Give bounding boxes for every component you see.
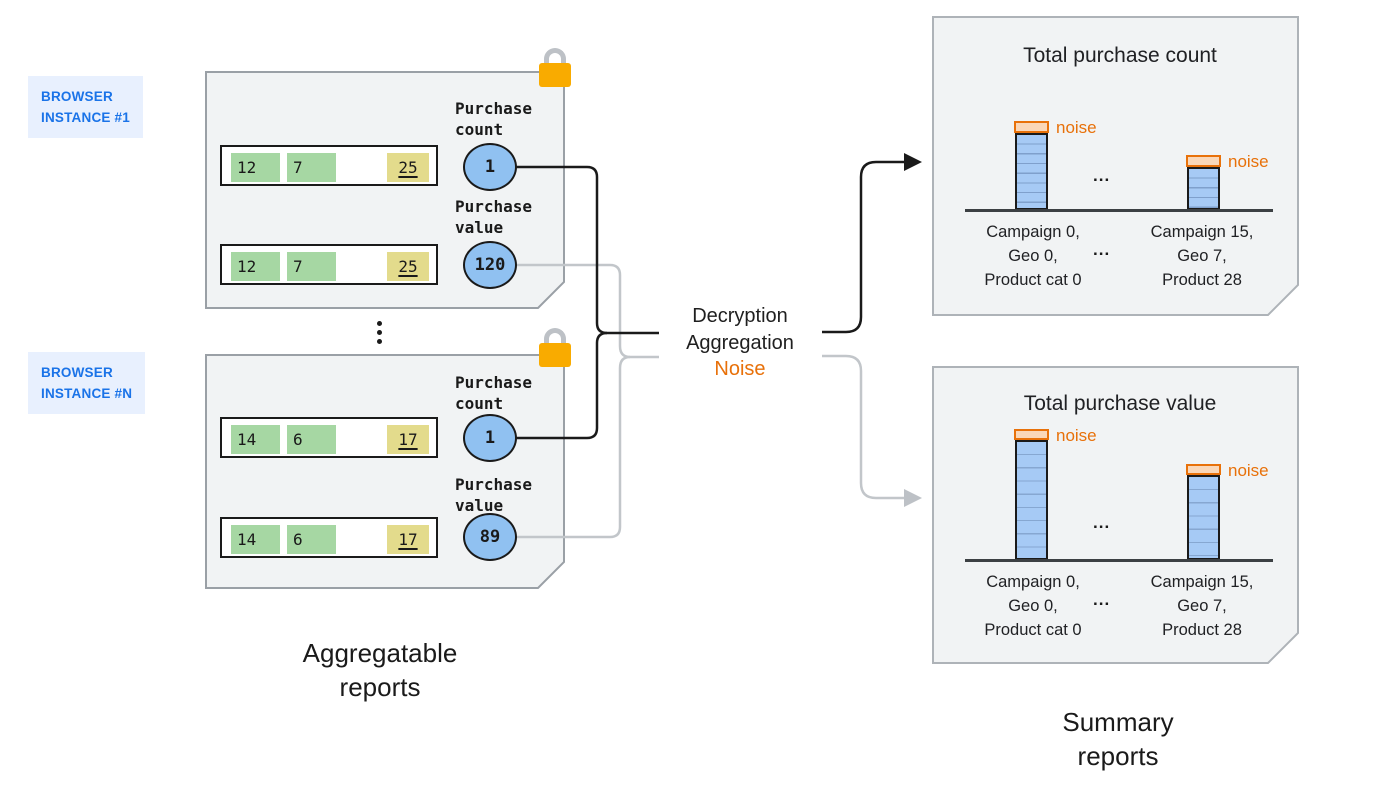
purchase-value-value: 120	[463, 241, 517, 289]
lock-body	[539, 63, 571, 87]
badge-line: BROWSER	[41, 89, 113, 104]
lock-icon	[539, 328, 571, 367]
aggregation-key-row: 14 6 17	[220, 517, 438, 558]
badge-line: INSTANCE #1	[41, 110, 130, 125]
noise-cap	[1014, 429, 1049, 440]
lock-shackle	[544, 48, 566, 69]
bucket-cell: 6	[287, 525, 336, 554]
value-bar-right	[1187, 475, 1220, 560]
value-xlabel-right: Campaign 15, Geo 7, Product 28	[1150, 573, 1254, 639]
badge-line: BROWSER	[41, 365, 113, 380]
lock-body	[539, 343, 571, 367]
bucket-cell: 14	[231, 525, 280, 554]
count-xlabel-left: Campaign 0, Geo 0, Product cat 0	[984, 223, 1082, 289]
value-xlabel-left: Campaign 0, Geo 0, Product cat 0	[984, 573, 1082, 639]
count-xlabel-right: Campaign 15, Geo 7, Product 28	[1150, 223, 1254, 289]
more-reports-ellipsis	[377, 321, 382, 344]
aggregation-key-row: 12 7 25	[220, 145, 438, 186]
aggregation-step: Aggregation	[686, 331, 794, 354]
noise-label: noise	[1228, 152, 1269, 171]
value-connector-n	[515, 355, 631, 539]
value-chart-axis	[965, 559, 1273, 562]
gray-arrowhead-icon	[904, 489, 922, 507]
black-arrowhead-icon	[904, 153, 922, 171]
noise-cap	[1186, 464, 1221, 475]
lock-shackle	[544, 328, 566, 349]
bucket-cell: 6	[287, 425, 336, 454]
bucket-cell-highlight: 25	[387, 153, 429, 182]
purchase-count-value: 1	[463, 414, 517, 462]
summary-sheet-count	[932, 16, 1299, 316]
aggregatable-reports-caption: Aggregatable reports	[302, 638, 458, 702]
aggregation-key-row: 14 6 17	[220, 417, 438, 458]
bucket-cell: 7	[287, 252, 336, 281]
purchase-value-label: Purchase value	[455, 475, 533, 515]
lock-icon	[539, 48, 571, 87]
purchase-value-value: 89	[463, 513, 517, 561]
bars-ellipsis: ...	[1093, 166, 1111, 185]
purchase-value-label: Purchase value	[455, 197, 533, 237]
count-chart-title: Total purchase count	[1023, 44, 1217, 67]
bucket-cell-highlight: 17	[387, 425, 429, 454]
bucket-cell: 14	[231, 425, 280, 454]
bucket-cell-highlight: 17	[387, 525, 429, 554]
bucket-cell: 7	[287, 153, 336, 182]
noise-label: noise	[1056, 118, 1097, 137]
noise-cap	[1186, 155, 1221, 167]
process-steps: Decryption Aggregation Noise	[649, 303, 831, 383]
count-bar-right	[1187, 167, 1220, 210]
count-chart-axis	[965, 209, 1273, 212]
noise-label: noise	[1056, 426, 1097, 445]
bucket-cell: 12	[231, 153, 280, 182]
bucket-cell-highlight: 25	[387, 252, 429, 281]
purchase-count-label: Purchase count	[455, 99, 533, 139]
browser-instance-1-badge: BROWSER INSTANCE #1	[28, 76, 143, 138]
count-connector-out	[822, 160, 904, 334]
purchase-count-label: Purchase count	[455, 373, 533, 413]
noise-step: Noise	[714, 358, 766, 380]
value-chart-title: Total purchase value	[1023, 392, 1217, 415]
value-bar-left	[1015, 440, 1048, 560]
labels-ellipsis: ...	[1093, 590, 1111, 609]
browser-instance-n-badge: BROWSER INSTANCE #N	[28, 352, 146, 414]
bucket-cell: 12	[231, 252, 280, 281]
summary-reports-caption: Summary reports	[1062, 707, 1174, 771]
noise-cap	[1014, 121, 1049, 133]
decryption-step: Decryption	[692, 305, 788, 327]
badge-line: INSTANCE #N	[41, 386, 133, 401]
bars-ellipsis: ...	[1093, 513, 1111, 532]
count-bar-left	[1015, 133, 1048, 210]
aggregation-key-row: 12 7 25	[220, 244, 438, 285]
noise-label: noise	[1228, 461, 1269, 480]
purchase-count-value: 1	[463, 143, 517, 191]
value-connector-out	[822, 354, 904, 500]
count-connector-n	[515, 331, 608, 440]
labels-ellipsis: ...	[1093, 240, 1111, 259]
